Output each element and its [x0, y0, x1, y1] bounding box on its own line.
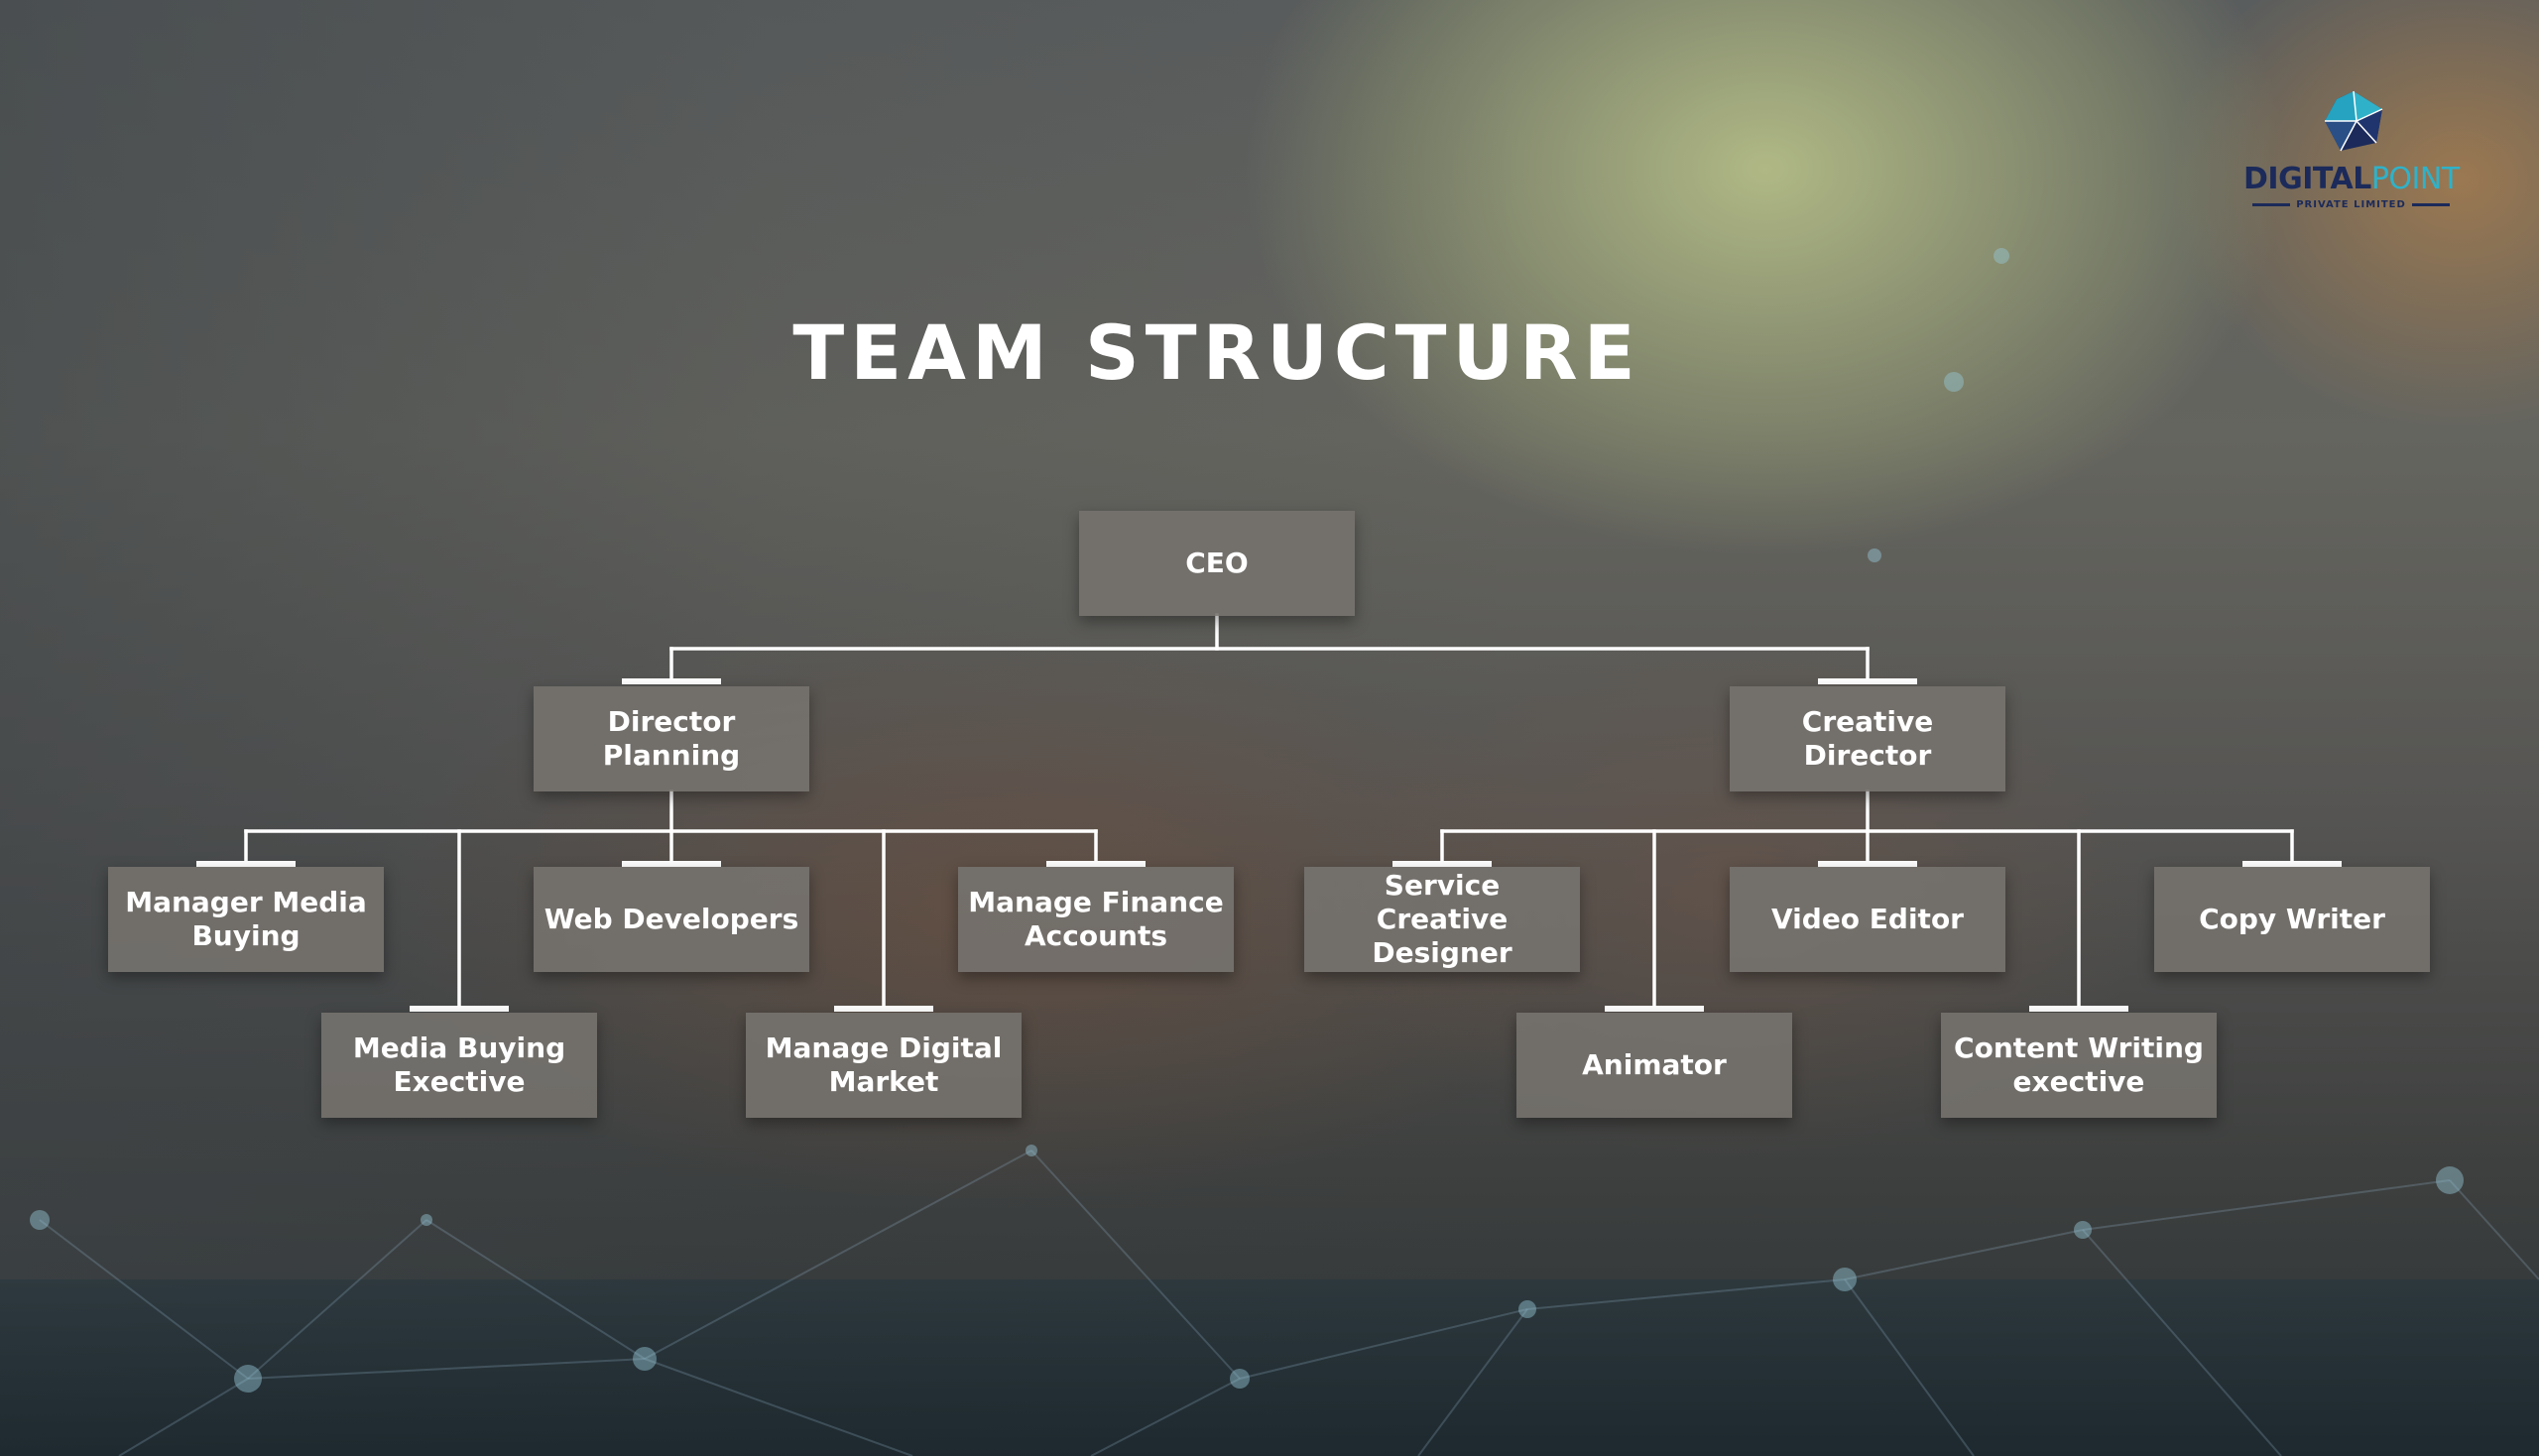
node-video-editor: Video Editor: [1730, 867, 2005, 972]
node-media-buying-executive-line1: Media Buying: [352, 1031, 566, 1064]
node-service-creative-designer-line1: Service Creative: [1376, 869, 1509, 935]
node-manager-media-buying: Manager Media Buying: [108, 867, 384, 972]
node-animator-label: Animator: [1582, 1048, 1727, 1081]
node-director-planning-label: Director Planning: [602, 705, 741, 772]
node-web-developers: Web Developers: [534, 867, 809, 972]
logo-polyhedron-icon: [2325, 90, 2383, 152]
node-web-developers-label: Web Developers: [544, 903, 799, 935]
node-media-buying-executive-line2: Exective: [393, 1065, 526, 1098]
company-logo: DIGITALPOINT PRIVATE LIMITED: [2239, 87, 2463, 216]
node-copy-writer: Copy Writer: [2154, 867, 2430, 972]
node-ceo-label: CEO: [1185, 546, 1249, 579]
node-copy-writer-label: Copy Writer: [2199, 903, 2385, 935]
logo-word-point: POINT: [2370, 162, 2460, 196]
node-manage-digital-market-line2: Market: [828, 1065, 939, 1098]
node-manage-digital-market-line1: Manage Digital: [765, 1031, 1003, 1064]
node-director-planning: Director Planning: [534, 686, 809, 791]
node-service-creative-designer-line2: Designer: [1372, 936, 1512, 969]
node-creative-director: Creative Director: [1730, 686, 2005, 791]
background-sea: [0, 1279, 2539, 1456]
node-manage-digital-market: Manage Digital Market: [746, 1013, 1022, 1118]
node-service-creative-designer: Service Creative Designer: [1304, 867, 1580, 972]
node-content-writing-executive-line1: Content Writing: [1954, 1031, 2204, 1064]
node-manager-media-buying-line1: Manager Media: [125, 886, 367, 918]
node-ceo: CEO: [1079, 511, 1355, 616]
logo-tagline: PRIVATE LIMITED: [2239, 199, 2463, 210]
node-video-editor-label: Video Editor: [1771, 903, 1964, 935]
node-content-writing-executive: Content Writing exective: [1941, 1013, 2217, 1118]
page-title: TEAM STRUCTURE: [792, 308, 1641, 397]
node-manage-finance-accounts: Manage Finance Accounts: [958, 867, 1234, 972]
node-animator: Animator: [1516, 1013, 1792, 1118]
logo-wordmark: DIGITALPOINT: [2243, 165, 2460, 194]
node-manager-media-buying-line2: Buying: [191, 919, 301, 952]
logo-word-digital: DIGITAL: [2243, 162, 2371, 196]
node-content-writing-executive-line2: exective: [2012, 1065, 2145, 1098]
node-manage-finance-accounts-line2: Accounts: [1024, 919, 1167, 952]
node-media-buying-executive: Media Buying Exective: [321, 1013, 597, 1118]
node-creative-director-label: Creative Director: [1801, 705, 1934, 772]
node-manage-finance-accounts-line1: Manage Finance: [968, 886, 1224, 918]
